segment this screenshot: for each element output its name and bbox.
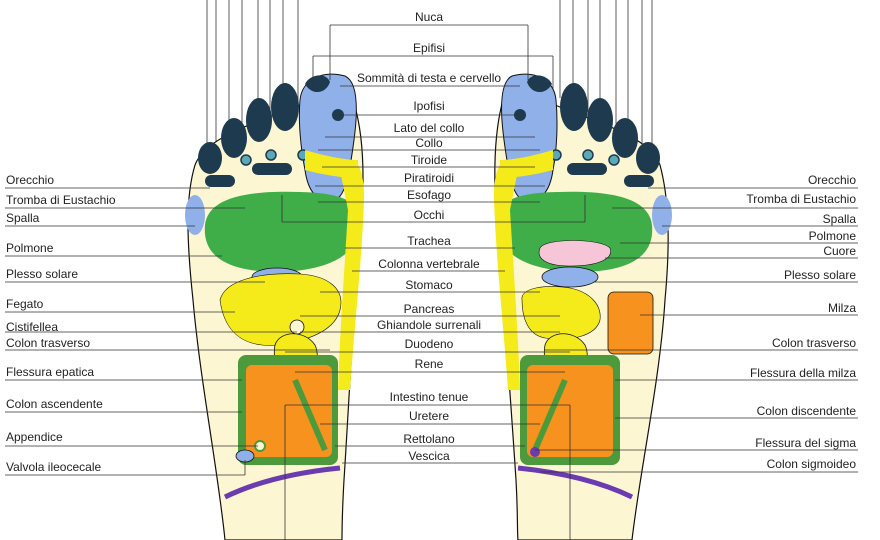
label-right-colon-trasverso: Colon trasverso — [772, 336, 856, 350]
label-right-flessura-milza: Flessura della milza — [750, 366, 856, 380]
label-duodeno: Duodeno — [405, 337, 454, 351]
label-right-flessura-sigma: Flessura del sigma — [755, 436, 856, 450]
label-left-orecchio: Orecchio — [6, 173, 54, 187]
label-ghiandole-surrenali: Ghiandole surrenali — [377, 318, 481, 332]
label-right-cuore: Cuore — [823, 244, 856, 258]
label-piratiroidi: Piratiroidi — [404, 171, 454, 185]
label-ipofisi: Ipofisi — [413, 99, 444, 113]
left-leader-lines — [5, 187, 330, 476]
label-left-fegato: Fegato — [6, 297, 44, 311]
label-rene: Rene — [415, 357, 444, 371]
label-vescica: Vescica — [408, 449, 450, 463]
left-eye-point-1 — [240, 154, 252, 166]
left-labels: Orecchio Tromba di Eustachio Spalla Polm… — [6, 173, 116, 474]
left-toe-2 — [271, 83, 299, 131]
right-stomach-zone — [521, 286, 601, 340]
left-shoulder-zone — [185, 195, 205, 235]
label-nuca: Nuca — [415, 10, 443, 24]
label-left-colon-ascendente: Colon ascendente — [6, 397, 103, 411]
left-toe-3 — [246, 98, 272, 142]
label-right-tromba-eustachio: Tromba di Eustachio — [746, 192, 856, 206]
left-ureter — [292, 378, 328, 452]
label-pancreas: Pancreas — [404, 302, 455, 316]
right-eye-point-1 — [608, 154, 620, 166]
center-labels: Nuca Epifisi Sommità di testa e cervello… — [357, 10, 501, 463]
right-big-toe-nail — [527, 75, 552, 93]
label-occhi: Occhi — [414, 208, 445, 222]
label-left-flessura-epatica: Flessura epatica — [6, 365, 94, 379]
label-left-spalla: Spalla — [6, 211, 40, 225]
left-liver-zone — [219, 273, 342, 346]
label-trachea: Trachea — [407, 234, 451, 248]
left-toe-base-5 — [205, 175, 235, 187]
label-left-plesso-solare: Plesso solare — [6, 267, 78, 281]
label-intestino-tenue: Intestino tenue — [390, 390, 469, 404]
right-solar-plexus — [541, 266, 599, 288]
top-guide-lines-left — [206, 0, 299, 160]
right-lung-zone — [496, 191, 653, 272]
label-collo: Collo — [415, 136, 443, 150]
label-left-valvola-ileocecale: Valvola ileocecale — [6, 460, 101, 474]
right-ureter — [532, 378, 568, 452]
label-tiroide: Tiroide — [411, 153, 448, 167]
label-left-polmone: Polmone — [6, 241, 54, 255]
right-rectum-line — [517, 465, 634, 500]
left-small-intestine — [246, 365, 332, 457]
right-toe-base-3 — [567, 163, 607, 175]
left-big-toe-nail — [305, 75, 330, 93]
label-sommita-testa-cervello: Sommità di testa e cervello — [357, 71, 501, 85]
label-colonna-vertebrale: Colonna vertebrale — [378, 257, 480, 271]
label-right-colon-discendente: Colon discendente — [757, 404, 857, 418]
label-right-plesso-solare: Plesso solare — [784, 268, 856, 282]
label-lato-collo: Lato del collo — [394, 121, 465, 135]
label-right-spalla: Spalla — [823, 212, 857, 226]
label-right-orecchio: Orecchio — [808, 173, 856, 187]
right-toe-base-5 — [624, 175, 654, 187]
left-eye-point-2 — [265, 149, 277, 161]
right-toe-4 — [612, 118, 638, 158]
label-epifisi: Epifisi — [413, 41, 445, 55]
right-foot — [493, 73, 672, 540]
right-eye-point-2 — [582, 149, 594, 161]
label-right-milza: Milza — [828, 301, 856, 315]
right-shoulder-zone — [652, 195, 672, 235]
label-left-colon-trasverso: Colon trasverso — [6, 336, 90, 350]
left-spine-zone — [338, 160, 365, 390]
label-rettolano: Rettolano — [403, 432, 455, 446]
right-heart-zone — [538, 240, 611, 267]
left-foot — [185, 73, 365, 540]
right-spleen-zone — [607, 291, 654, 355]
right-rectum-point — [530, 447, 540, 457]
left-lung-zone — [204, 191, 361, 272]
label-esofago: Esofago — [407, 188, 451, 202]
left-rectum-line — [223, 465, 341, 500]
label-uretere: Uretere — [409, 409, 449, 423]
label-right-polmone: Polmone — [809, 229, 857, 243]
left-toe-4 — [221, 118, 247, 158]
right-labels: Orecchio Tromba di Eustachio Spalla Polm… — [746, 173, 856, 471]
right-leader-lines — [535, 187, 858, 473]
left-toe-5 — [198, 142, 222, 174]
label-right-colon-sigmoideo: Colon sigmoideo — [767, 457, 857, 471]
label-left-cistifellea: Cistifellea — [6, 320, 58, 334]
right-toe-3 — [587, 98, 613, 142]
center-leader-lines — [281, 24, 586, 540]
right-toe-5 — [636, 142, 660, 174]
label-left-appendice: Appendice — [6, 430, 63, 444]
left-toe-base-3 — [252, 163, 292, 175]
right-spine-zone — [493, 160, 520, 390]
right-toe-2 — [560, 83, 588, 131]
label-stomaco: Stomaco — [405, 278, 453, 292]
label-left-tromba-eustachio: Tromba di Eustachio — [6, 193, 116, 207]
